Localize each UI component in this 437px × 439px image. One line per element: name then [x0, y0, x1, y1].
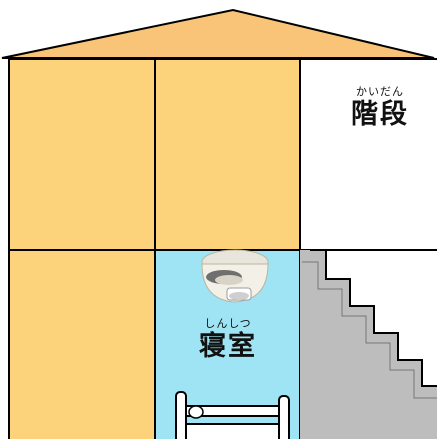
stairs-label: かいだん 階段 — [330, 86, 430, 128]
bed-icon — [175, 391, 290, 439]
staircase-shadow-outline — [302, 261, 437, 399]
smoke-detector-icon — [201, 249, 269, 303]
room-lower-left — [8, 249, 156, 439]
bedroom-title: 寝室 — [199, 331, 257, 362]
staircase — [300, 250, 437, 439]
roof — [1, 8, 435, 59]
bedroom-ruby: しんしつ — [204, 317, 252, 330]
bedroom-label: しんしつ 寝室 — [178, 318, 278, 360]
stairs-ruby: かいだん — [356, 85, 404, 98]
stairs-title: 階段 — [351, 99, 409, 130]
room-upper-middle — [154, 58, 301, 251]
room-upper-left — [8, 58, 156, 251]
staircase-steps-outline — [310, 249, 437, 387]
